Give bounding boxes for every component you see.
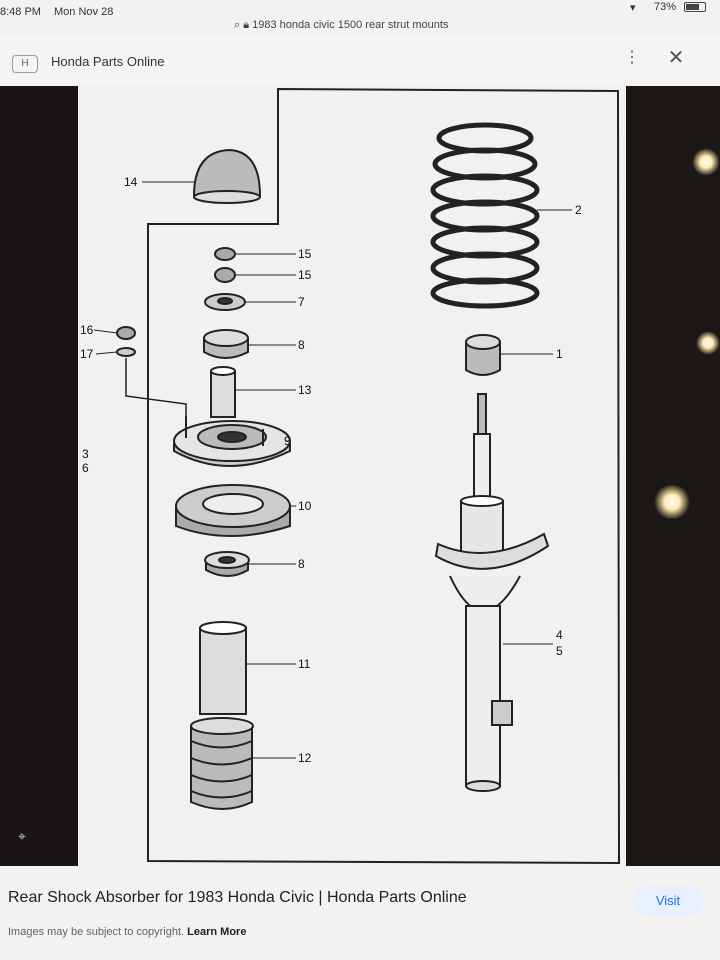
part-label: 12 [298,751,312,765]
part-label: 15 [298,247,312,261]
battery-icon [684,2,706,12]
part-14-cap [192,148,262,197]
part-label: 2 [575,203,582,217]
part-2-coil-spring [430,122,540,309]
close-button[interactable]: ✕ [667,47,685,69]
light-glare [654,484,690,520]
part-label: 6 [82,461,89,475]
part-4-shock-absorber [434,393,550,792]
part-label: 14 [124,175,138,189]
part-label: 17 [80,347,94,361]
lens-search-icon[interactable]: ⌖ [18,828,26,844]
battery-percent: 73% [654,1,677,13]
part-label: 5 [556,644,563,658]
part-label: 4 [556,628,563,642]
status-bar: 8:48 PM Mon Nov 28 ▾ 73% [0,0,720,22]
part-label: 9 [284,434,291,448]
part-label: 1 [556,347,563,361]
part-1-bump-rubber [465,342,501,376]
part-label: 10 [298,499,312,513]
url-text: 1983 honda civic 1500 rear strut mounts [252,19,449,31]
part-11-boot [199,627,247,715]
part-label: 16 [80,323,94,337]
site-name[interactable]: Honda Parts Online [51,54,165,69]
part-label: 8 [298,338,305,352]
diagram-border [147,87,621,865]
part-17-washer [116,347,136,357]
viewer-right-background [626,86,720,866]
parts-diagram: 14 15 15 7 8 13 9 10 8 11 12 16 17 3 6 2 [80,87,621,865]
part-label: 11 [298,657,311,671]
copyright-text: Images may be subject to copyright. [8,926,185,938]
learn-more-link[interactable]: Learn More [187,926,247,938]
result-title[interactable]: Rear Shock Absorber for 1983 Honda Civic… [8,889,467,906]
part-label: 8 [298,557,305,571]
copyright-notice: Images may be subject to copyright. Lear… [8,926,246,938]
light-glare [692,148,720,176]
status-time: 8:48 PM [0,6,41,18]
wifi-icon: ▾ [630,2,636,14]
part-15-nut [214,247,236,261]
image-viewer: ⌖ [0,86,720,866]
part-15-nut [214,267,236,283]
image-caption: Rear Shock Absorber for 1983 Honda Civic… [0,866,720,960]
part-16-nut [116,326,136,340]
status-date: Mon Nov 28 [54,6,114,18]
viewer-left-background: ⌖ [0,86,78,866]
honda-logo-icon: H [12,55,38,73]
part-label: 3 [82,447,89,461]
result-header: H Honda Parts Online ⋮ ✕ [0,36,720,86]
part-label: 15 [298,268,312,282]
search-icon: ⌕ [234,19,241,31]
parts-diagram-image[interactable]: 14 15 15 7 8 13 9 10 8 11 12 16 17 3 6 2 [78,86,626,866]
part-13-collar [210,370,236,418]
part-label: 13 [298,383,312,397]
url-bar[interactable]: ⌕ 🔒︎ 1983 honda civic 1500 rear strut mo… [0,14,720,36]
part-label: 7 [298,295,305,309]
visit-button[interactable]: Visit [632,886,704,916]
more-options-button[interactable]: ⋮ [624,49,640,66]
light-glare [696,331,720,355]
lock-icon: 🔒︎ [243,19,250,31]
